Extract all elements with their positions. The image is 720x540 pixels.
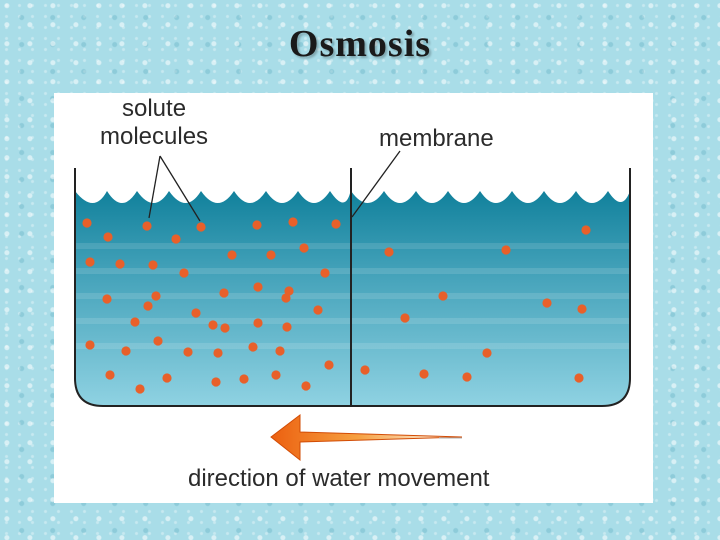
- solute-label-line-1: solute: [100, 95, 300, 123]
- solute-molecule: [282, 322, 291, 331]
- solute-molecule: [324, 360, 333, 369]
- solute-molecule: [248, 342, 257, 351]
- solute-molecule: [501, 245, 510, 254]
- solute-molecule: [103, 232, 112, 241]
- solute-molecule: [220, 323, 229, 332]
- solute-molecule: [482, 348, 491, 357]
- solute-molecule: [239, 374, 248, 383]
- solute-molecule: [227, 250, 236, 259]
- solute-molecule: [151, 291, 160, 300]
- solute-molecule: [82, 218, 91, 227]
- solute-molecule: [275, 346, 284, 355]
- solute-molecule: [288, 217, 297, 226]
- solute-molecule: [191, 308, 200, 317]
- solute-molecule: [577, 304, 586, 313]
- solute-molecule: [135, 384, 144, 393]
- solute-molecule: [299, 243, 308, 252]
- solute-molecule: [171, 234, 180, 243]
- slide-title: Osmosis: [0, 22, 720, 66]
- solute-molecule: [360, 365, 369, 374]
- membrane-label: membrane: [379, 127, 494, 151]
- solute-molecule: [115, 259, 124, 268]
- solute-molecule: [301, 381, 310, 390]
- solute-molecule: [179, 268, 188, 277]
- solute-molecule: [331, 219, 340, 228]
- solute-label-line-2: molecules: [100, 123, 300, 151]
- solute-molecule: [542, 298, 551, 307]
- solute-molecule: [162, 373, 171, 382]
- solute-molecule: [419, 369, 428, 378]
- solute-molecule: [85, 257, 94, 266]
- solute-molecule: [148, 260, 157, 269]
- solute-molecule: [102, 294, 111, 303]
- direction-label: direction of water movement: [188, 467, 489, 491]
- solute-molecule: [438, 291, 447, 300]
- solute-molecule: [130, 317, 139, 326]
- solute-molecule: [271, 370, 280, 379]
- solute-molecule: [142, 221, 151, 230]
- solute-molecule: [252, 220, 261, 229]
- solute-molecule: [213, 348, 222, 357]
- solute-molecule: [85, 340, 94, 349]
- solute-molecule: [153, 336, 162, 345]
- solute-molecule: [574, 373, 583, 382]
- solute-molecule: [219, 288, 228, 297]
- solute-molecule: [143, 301, 152, 310]
- solute-molecule: [462, 372, 471, 381]
- solute-molecule: [105, 370, 114, 379]
- solute-molecule: [281, 293, 290, 302]
- solute-molecule: [581, 225, 590, 234]
- solute-molecule: [400, 313, 409, 322]
- solute-molecule: [320, 268, 329, 277]
- solute-molecule: [208, 320, 217, 329]
- solute-molecule: [266, 250, 275, 259]
- solute-molecule: [253, 282, 262, 291]
- solute-molecule: [211, 377, 220, 386]
- solute-molecule: [253, 318, 262, 327]
- solute-molecule: [121, 346, 130, 355]
- solute-molecule: [384, 247, 393, 256]
- solute-molecule: [183, 347, 192, 356]
- osmosis-diagram: solute molecules membrane direction of w…: [54, 93, 653, 503]
- solute-molecule: [313, 305, 322, 314]
- solute-molecule: [196, 222, 205, 231]
- solute-molecules-label: solute molecules: [100, 95, 300, 151]
- diagram-canvas: [54, 93, 653, 503]
- direction-arrow: [271, 415, 462, 460]
